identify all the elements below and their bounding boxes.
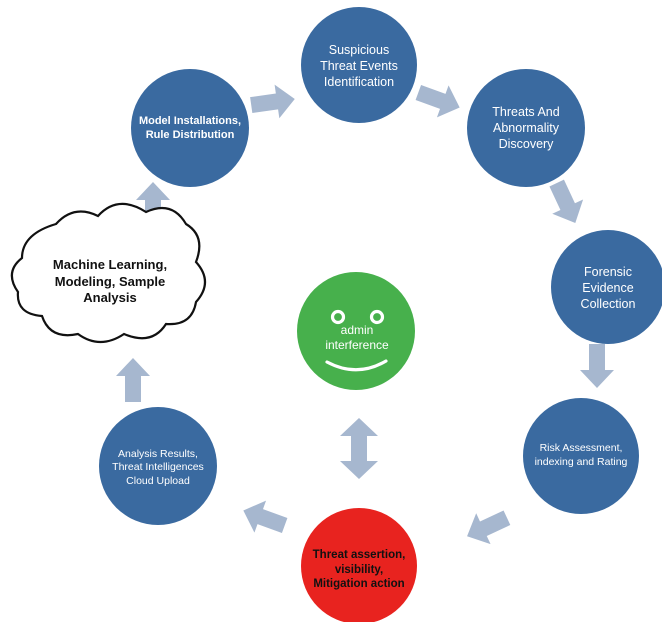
node-forensic-evidence bbox=[551, 230, 662, 344]
smiley-face-icon bbox=[325, 309, 388, 372]
arrow-suspicious-to-abnormality bbox=[412, 76, 466, 124]
label-threat-abnormality: Threats And Abnormality Discovery bbox=[492, 104, 560, 152]
node-model-installations bbox=[131, 69, 249, 187]
label-suspicious-events: Suspicious Threat Events Identification bbox=[320, 42, 398, 90]
label-risk-assessment: Risk Assessment, indexing and Rating bbox=[534, 442, 628, 468]
arrow-abnormality-to-forensic bbox=[541, 175, 591, 231]
label-analysis-results: Analysis Results, Threat Intelligences C… bbox=[112, 447, 204, 487]
label-cloud-machine-learning: Machine Learning, Modeling, Sample Analy… bbox=[52, 256, 168, 306]
arrow-forensic-to-risk bbox=[580, 344, 614, 388]
arrow-risk-to-mitigation bbox=[459, 502, 515, 552]
arrow-analysis-to-cloud bbox=[116, 358, 150, 402]
node-risk-assessment bbox=[523, 398, 639, 514]
label-forensic-evidence: Forensic Evidence Collection bbox=[580, 264, 636, 312]
node-analysis-results bbox=[99, 407, 217, 525]
arrow-mitigation-to-analysis bbox=[237, 494, 291, 542]
node-threat-abnormality bbox=[467, 69, 585, 187]
label-model-installations: Model Installations, Rule Distribution bbox=[138, 114, 242, 141]
node-mitigation-action bbox=[301, 508, 417, 622]
node-suspicious-events bbox=[301, 7, 417, 123]
double-arrow-vertical bbox=[340, 418, 378, 479]
cloud-shape bbox=[10, 202, 207, 344]
label-admin-interference: admin interference bbox=[325, 323, 389, 352]
label-mitigation-action: Threat assertion, visibility, Mitigation… bbox=[312, 548, 406, 591]
arrow-model-to-suspicious bbox=[248, 82, 298, 122]
